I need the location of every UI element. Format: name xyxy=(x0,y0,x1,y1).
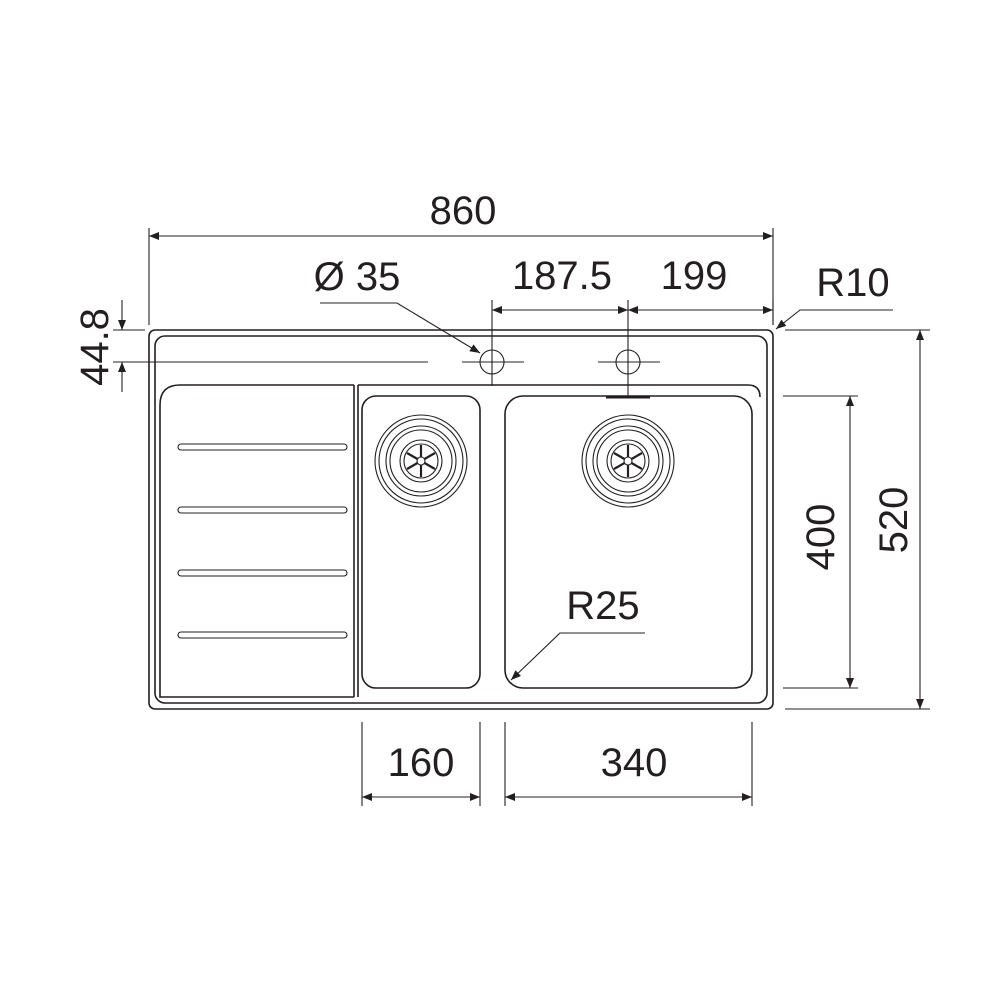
drain-icon xyxy=(374,414,468,508)
dimension-overall-depth: 520 xyxy=(785,329,930,710)
dimension-label: 160 xyxy=(388,741,455,785)
dimension-label: R25 xyxy=(566,584,639,628)
small-bowl xyxy=(361,395,481,689)
dimension-label: 520 xyxy=(872,487,916,554)
dimension-label: 400 xyxy=(799,504,843,571)
dimension-bowl-radius: R25 xyxy=(510,584,645,681)
dimension-label: Ø 35 xyxy=(314,255,401,299)
dimension-bowl-depth: 400 xyxy=(783,395,858,689)
dimension-tap-hole-diameter: Ø 35 xyxy=(314,255,481,354)
drainboard xyxy=(159,384,354,698)
sink-outline xyxy=(148,329,774,710)
dimension-outer-radius: R10 xyxy=(775,261,893,330)
dimension-label: 860 xyxy=(430,189,497,233)
tap-hole xyxy=(598,300,660,396)
drain-icon xyxy=(581,414,675,508)
drain-groove xyxy=(177,569,348,577)
dimension-label: 187.5 xyxy=(512,254,612,298)
dimension-label: R10 xyxy=(816,261,889,305)
dimension-tap-holes: 187.5 199 xyxy=(492,254,774,325)
drain-groove xyxy=(177,631,348,639)
dimension-bowl-widths: 160 340 xyxy=(361,722,753,806)
dimension-label: 340 xyxy=(601,741,668,785)
drain-groove xyxy=(177,443,348,451)
dimension-label: 199 xyxy=(661,254,728,298)
dimension-label: 44.8 xyxy=(73,308,117,386)
dimension-ledge-depth: 44.8 xyxy=(73,300,145,392)
drain-groove xyxy=(177,506,348,514)
tap-hole xyxy=(462,300,524,386)
